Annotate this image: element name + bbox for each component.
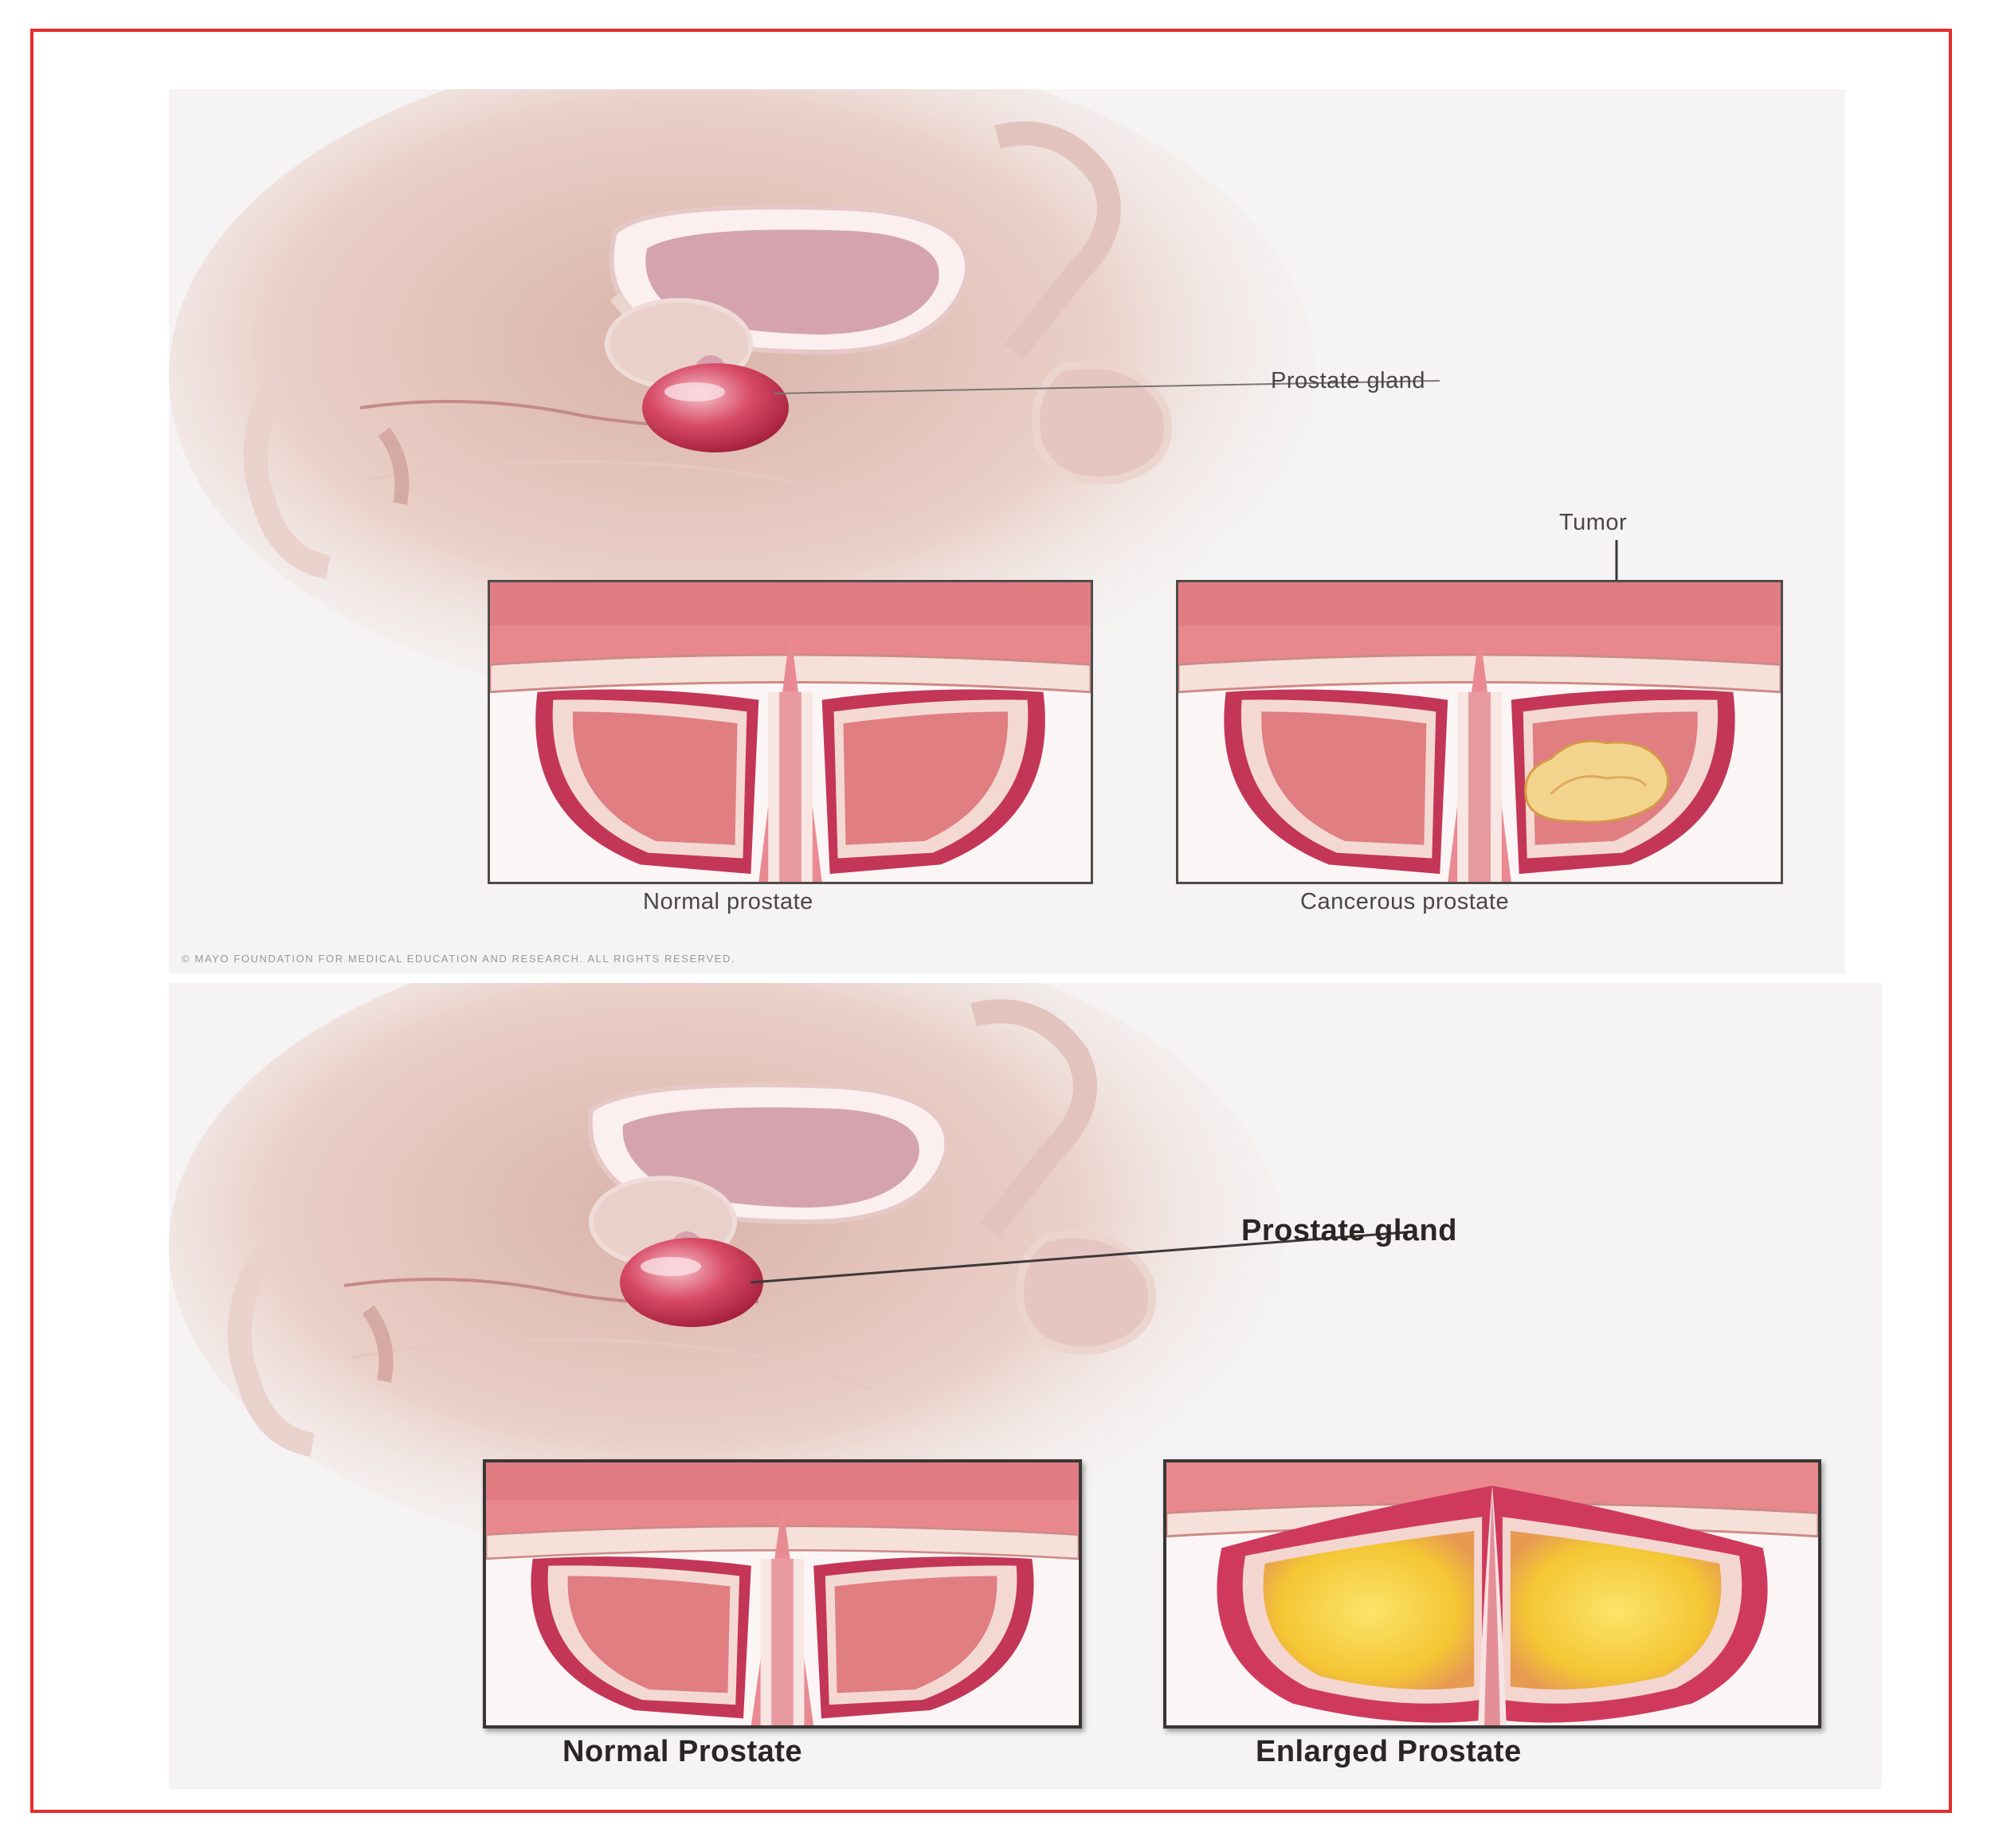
prostate-gland-callout: Prostate gland	[1271, 368, 1426, 393]
normal-prostate-illustration	[490, 582, 1091, 882]
copyright-notice: © MAYO FOUNDATION FOR MEDICAL EDUCATION …	[182, 953, 736, 965]
normal-prostate-caption-2: Normal Prostate	[562, 1735, 803, 1768]
cancerous-prostate-illustration	[1178, 582, 1781, 882]
normal-prostate-illustration-2	[486, 1462, 1079, 1725]
enlarged-prostate-caption: Enlarged Prostate	[1256, 1735, 1522, 1768]
prostate-leader-line	[774, 380, 1440, 394]
normal-prostate-caption: Normal prostate	[643, 889, 813, 914]
bottom-panel: Prostate gland	[169, 983, 1882, 1789]
normal-prostate-inset	[488, 580, 1093, 884]
prostate-gland-shape-2	[620, 1238, 763, 1327]
cancerous-prostate-inset	[1176, 580, 1783, 884]
prostate-leader-line-2	[751, 1230, 1417, 1284]
enlarged-prostate-illustration	[1166, 1462, 1818, 1725]
prostate-gland-callout-2: Prostate gland	[1241, 1214, 1457, 1247]
enlarged-prostate-inset	[1163, 1459, 1821, 1729]
pelvis-cross-section-illustration	[169, 89, 1316, 711]
cancerous-prostate-caption: Cancerous prostate	[1300, 889, 1510, 914]
top-panel: Prostate gland Tumor	[169, 89, 1845, 973]
red-border-frame	[30, 29, 1952, 1813]
pelvis-cross-section-illustration-2	[169, 983, 1284, 1564]
tumor-shape	[1524, 739, 1670, 824]
tumor-callout: Tumor	[1559, 510, 1628, 535]
prostate-gland-shape	[642, 363, 789, 452]
normal-prostate-inset-2	[483, 1459, 1082, 1729]
enlarged-lobe-right	[1510, 1530, 1722, 1689]
enlarged-lobe-left	[1263, 1530, 1475, 1689]
